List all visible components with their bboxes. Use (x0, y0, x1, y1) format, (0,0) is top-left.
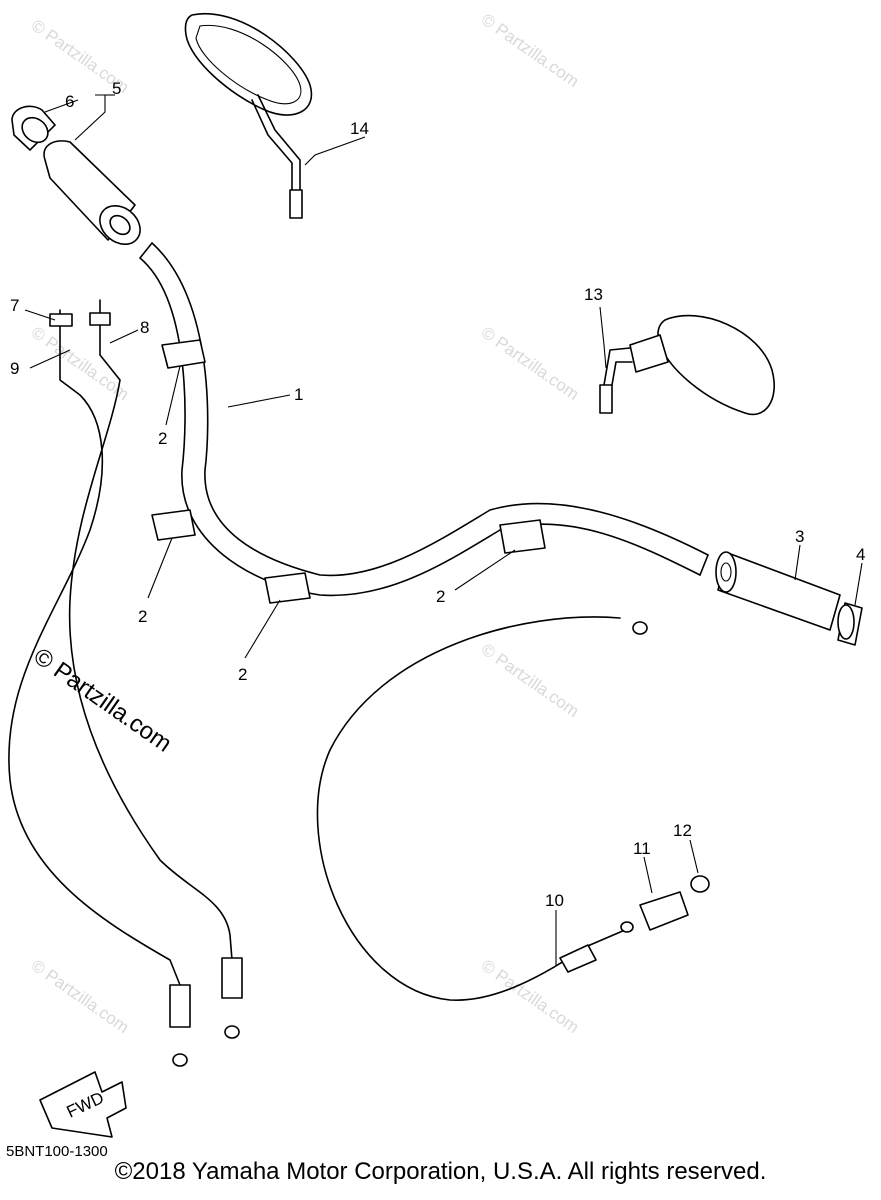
callout-10: 10 (545, 891, 564, 910)
forward-arrow-icon: FWD (39, 1071, 127, 1138)
callout-3: 3 (795, 527, 804, 546)
copyright-notice: ©2018 Yamaha Motor Corporation, U.S.A. A… (114, 1158, 767, 1185)
left-grip-assembly (11, 105, 141, 246)
callout-9: 9 (10, 359, 19, 378)
diagram-code: 5BNT100-1300 (6, 1143, 108, 1160)
callout-2: 2 (158, 429, 167, 448)
callout-11: 11 (633, 839, 651, 858)
callout-12: 12 (673, 821, 692, 840)
watermark: © Partzilla.com (28, 323, 133, 404)
callout-6: 6 (65, 92, 74, 111)
callout-7: 7 (10, 296, 19, 315)
watermark: © Partzilla.com (478, 10, 583, 91)
callout-14: 14 (350, 119, 369, 138)
callout-13: 13 (584, 285, 603, 304)
callout-4: 4 (856, 545, 865, 564)
watermark-large: © Partzilla.com (29, 643, 177, 758)
throttle-cables (8, 299, 243, 1067)
right-grip-assembly (715, 551, 863, 646)
mirror-right (599, 314, 775, 416)
leader-lines (24, 94, 863, 965)
handlebar (139, 242, 709, 597)
watermarks: © Partzilla.com © Partzilla.com © Partzi… (28, 10, 583, 1037)
mirror-left (184, 12, 313, 219)
callout-labels: 1 2 2 2 2 3 4 5 6 7 8 9 10 11 12 13 14 (10, 79, 865, 910)
callout-2: 2 (436, 587, 445, 606)
callout-2: 2 (138, 607, 147, 626)
cable-assembly-right (316, 616, 710, 1001)
callout-8: 8 (140, 318, 149, 337)
callout-2: 2 (238, 665, 247, 684)
watermark: © Partzilla.com (478, 640, 583, 721)
cable-clamps (151, 339, 546, 604)
callout-5: 5 (112, 79, 121, 98)
watermark: © Partzilla.com (28, 956, 133, 1037)
watermark: © Partzilla.com (478, 323, 583, 404)
callout-1: 1 (294, 385, 303, 404)
